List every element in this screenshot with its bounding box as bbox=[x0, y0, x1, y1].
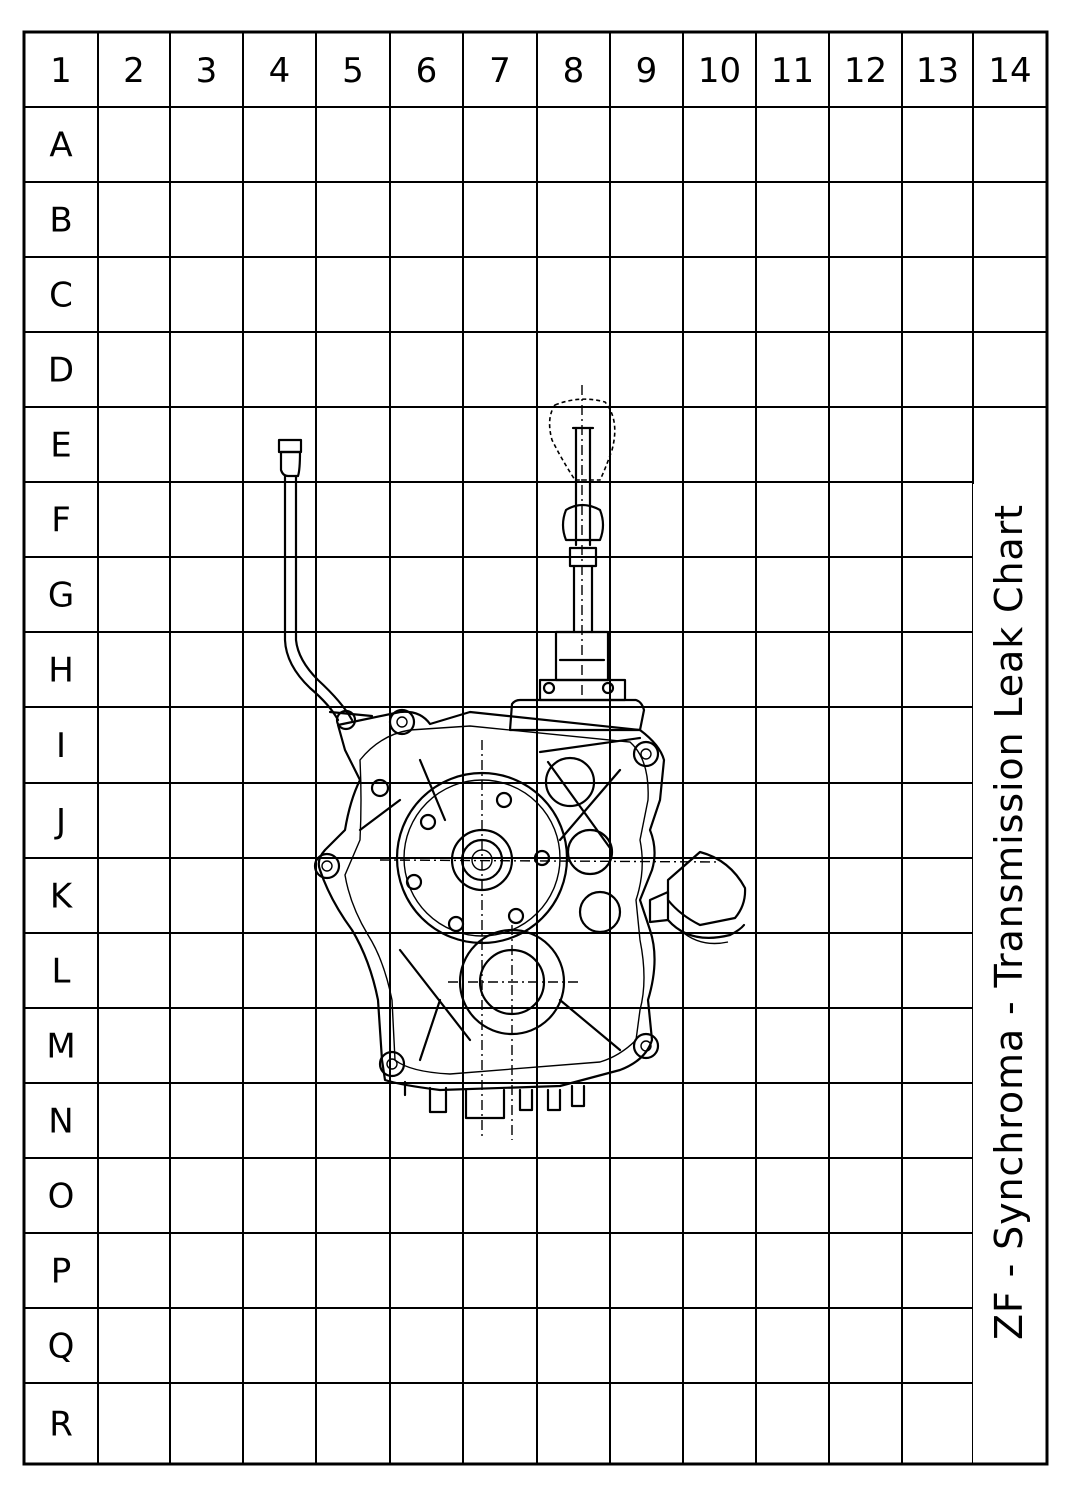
column-header-12: 12 bbox=[844, 51, 887, 91]
row-header-L: L bbox=[52, 952, 71, 992]
column-header-14: 14 bbox=[988, 51, 1031, 91]
grid-lines bbox=[24, 32, 1047, 1464]
column-header-10: 10 bbox=[698, 51, 741, 91]
row-header-M: M bbox=[46, 1027, 75, 1067]
column-header-2: 2 bbox=[123, 51, 145, 91]
column-header-3: 3 bbox=[196, 51, 218, 91]
row-header-E: E bbox=[50, 426, 71, 466]
row-header-B: B bbox=[49, 201, 72, 241]
row-header-K: K bbox=[50, 877, 74, 917]
row-header-J: J bbox=[54, 802, 66, 842]
row-header-Q: Q bbox=[48, 1327, 75, 1367]
chart-title: ZF - Synchroma - Transmission Leak Chart bbox=[987, 505, 1031, 1340]
column-header-9: 9 bbox=[636, 51, 658, 91]
chart-frame bbox=[22, 30, 1049, 1466]
row-header-D: D bbox=[48, 351, 74, 391]
row-header-P: P bbox=[51, 1252, 72, 1292]
row-header-G: G bbox=[48, 576, 74, 616]
column-header-7: 7 bbox=[489, 51, 511, 91]
row-header-O: O bbox=[48, 1177, 75, 1217]
row-header-N: N bbox=[48, 1102, 73, 1142]
column-header-1: 1 bbox=[50, 51, 72, 91]
row-header-A: A bbox=[49, 126, 72, 166]
row-header-H: H bbox=[48, 651, 74, 691]
column-header-11: 11 bbox=[771, 51, 814, 91]
column-header-4: 4 bbox=[269, 51, 291, 91]
row-header-C: C bbox=[49, 276, 73, 316]
row-header-R: R bbox=[49, 1405, 73, 1445]
column-header-5: 5 bbox=[342, 51, 364, 91]
row-header-F: F bbox=[51, 501, 71, 541]
row-header-I: I bbox=[56, 726, 66, 766]
column-header-8: 8 bbox=[563, 51, 585, 91]
column-header-6: 6 bbox=[416, 51, 438, 91]
column-header-13: 13 bbox=[916, 51, 959, 91]
